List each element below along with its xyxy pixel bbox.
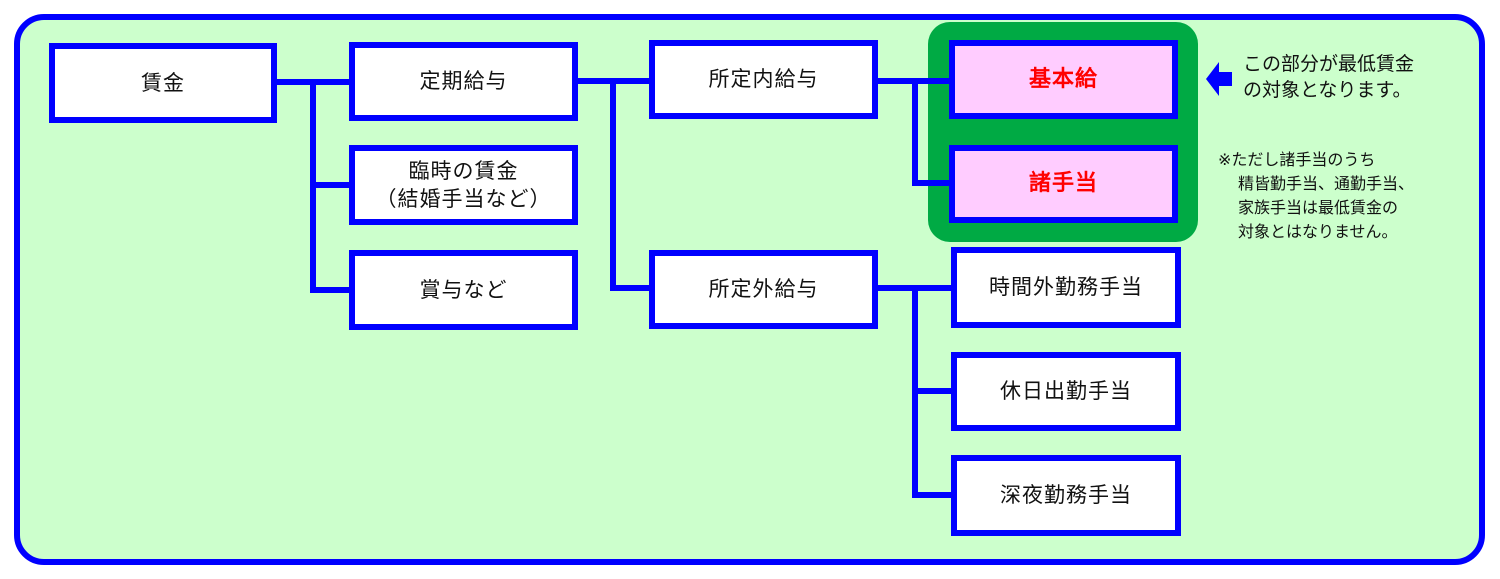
- connector: [912, 78, 918, 186]
- node-scheduled-pay: 所定内給与: [649, 40, 878, 119]
- node-label: 諸手当: [1028, 171, 1098, 197]
- left-arrow-icon: [1206, 62, 1232, 96]
- callout-text: この部分が最低賃金 の対象となります。: [1243, 52, 1414, 103]
- footnote-line: ※ただし諸手当のうち: [1218, 150, 1376, 169]
- connector: [912, 180, 952, 186]
- node-label: 所定外給与: [708, 277, 819, 302]
- node-label: 臨時の賃金: [408, 158, 519, 183]
- node-label: 所定内給与: [708, 67, 819, 92]
- connector: [610, 285, 652, 291]
- connector: [912, 492, 954, 498]
- node-label: 深夜勤務手当: [1000, 483, 1132, 508]
- connector: [310, 287, 352, 293]
- callout-line: この部分が最低賃金: [1243, 53, 1415, 75]
- footnote: ※ただし諸手当のうち 精皆勤手当、通勤手当、 家族手当は最低賃金の 対象とはなり…: [1218, 148, 1414, 244]
- callout-line: の対象となります。: [1243, 78, 1412, 101]
- connector: [310, 182, 352, 188]
- node-holiday-allowance: 休日出勤手当: [951, 352, 1181, 431]
- footnote-line: 精皆勤手当、通勤手当、: [1238, 174, 1415, 193]
- footnote-line: 対象とはなりません。: [1238, 222, 1398, 241]
- node-base-pay: 基本給: [949, 40, 1178, 119]
- connector: [912, 388, 954, 394]
- connector: [610, 78, 616, 291]
- node-label: 定期給与: [419, 69, 508, 94]
- node-label: 賃金: [141, 70, 185, 95]
- node-label: 時間外勤務手当: [989, 275, 1143, 300]
- node-label-sub: （結婚手当など）: [375, 187, 552, 211]
- node-night-allowance: 深夜勤務手当: [951, 455, 1181, 536]
- node-allowances: 諸手当: [949, 145, 1178, 223]
- node-regular-pay: 定期給与: [349, 42, 578, 121]
- node-label: 基本給: [1028, 66, 1098, 92]
- node-wage: 賃金: [49, 43, 277, 123]
- footnote-line: 家族手当は最低賃金の: [1238, 198, 1399, 217]
- node-label: 賞与など: [419, 277, 508, 302]
- node-overtime-allowance: 時間外勤務手当: [951, 247, 1181, 328]
- node-nonscheduled-pay: 所定外給与: [649, 250, 878, 329]
- node-temporary-wage: 臨時の賃金 （結婚手当など）: [349, 145, 578, 225]
- node-bonus: 賞与など: [349, 250, 578, 330]
- node-label: 休日出勤手当: [1000, 379, 1132, 404]
